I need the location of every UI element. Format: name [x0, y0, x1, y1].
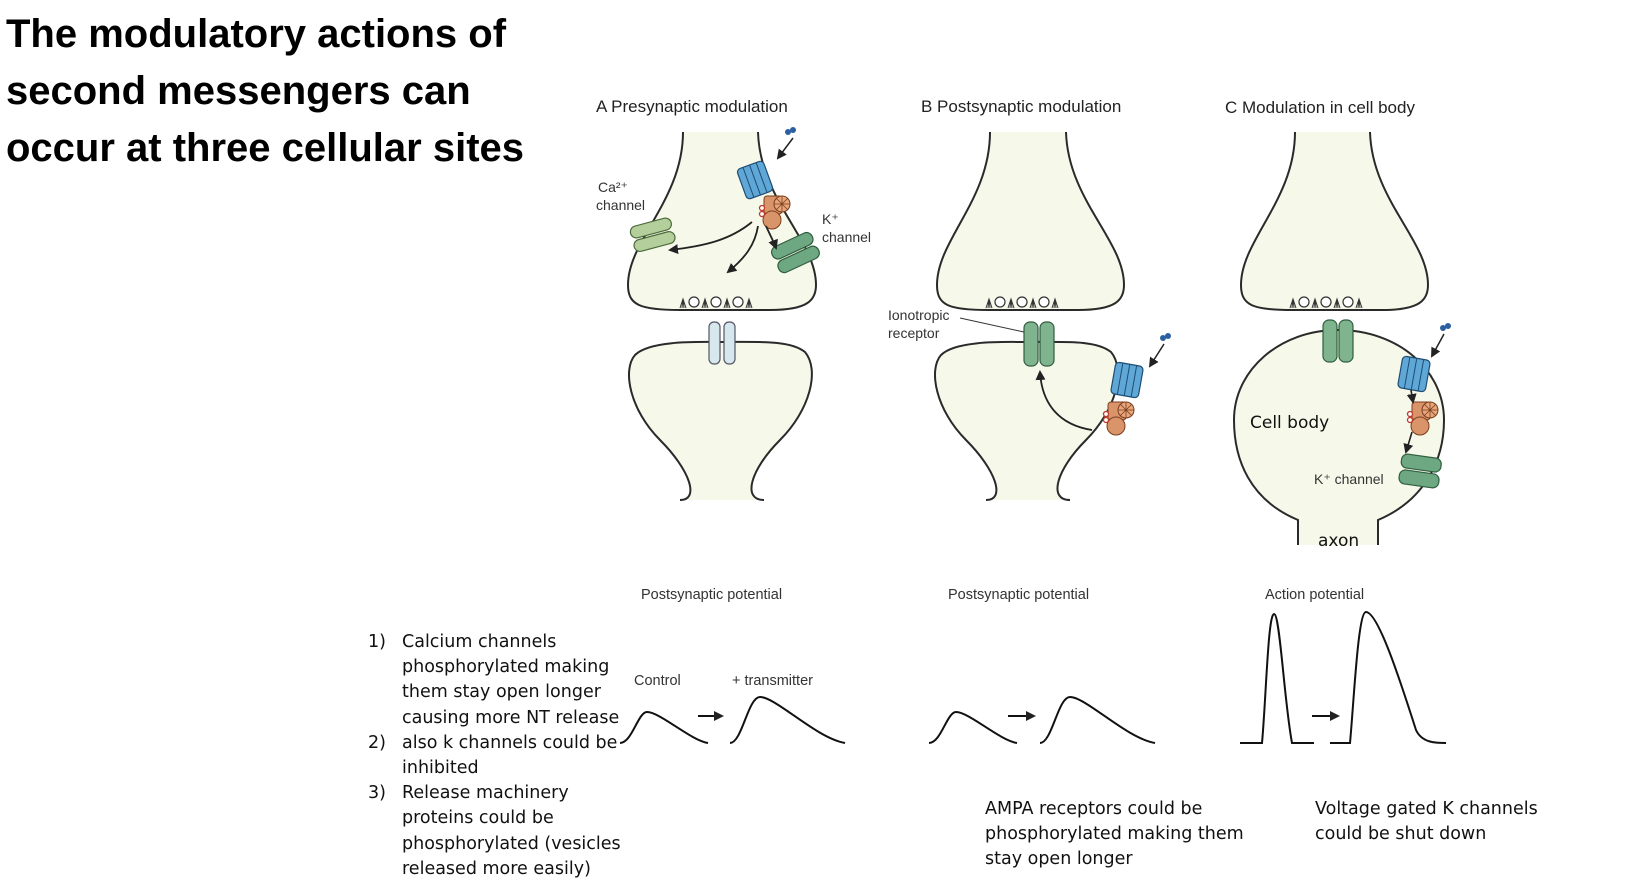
note-line: phosphorylated making [402, 657, 610, 678]
panel-a-trace-transmitter [729, 695, 846, 744]
panel-c-ligand [1440, 323, 1451, 331]
panel-a-ca-channel [629, 217, 676, 253]
note-line: could be shut down [1315, 824, 1487, 844]
note-line: proteins could be [402, 808, 554, 829]
title-line-2: second messengers can [6, 69, 471, 113]
panel-c-trace-broadened [1330, 610, 1447, 744]
panel-c-vesicles [1289, 296, 1363, 309]
panel-c-potential-label: Action potential [1265, 587, 1364, 603]
note-item-2: 2) also k channels could be inhibited [368, 731, 621, 781]
panel-a-ca-label-1: Ca²⁺ [598, 179, 628, 195]
panel-c-cell-body [1232, 328, 1446, 545]
panel-b-potential-label: Postsynaptic potential [948, 587, 1089, 603]
panel-b-ionotropic-leader [959, 317, 1025, 333]
panel-c-trace-control [1240, 612, 1314, 744]
panel-b-ionotropic-label-1: Ionotropic [888, 307, 949, 323]
note-line: phosphorylated making them [985, 824, 1244, 844]
slide-title: The modulatory actions of second messeng… [6, 6, 566, 177]
note-item-3: 3) Release machinery proteins could be p… [368, 781, 621, 882]
panel-a-potential-label: Postsynaptic potential [641, 587, 782, 603]
note-line: also k channels could be [402, 732, 618, 753]
panel-c: C Modulation in cell body Cell body K⁺ c… [1225, 98, 1451, 744]
note-line: phosphorylated (vesicles [402, 833, 621, 854]
panel-a-transmitter-label: + transmitter [732, 673, 813, 689]
panel-a-k-label-1: K⁺ [822, 211, 839, 227]
panel-a-control-label: Control [634, 673, 681, 689]
panel-a-arrow-to-ca [668, 221, 753, 255]
panel-c-presynaptic-terminal [1239, 131, 1430, 311]
title-line-3: occur at three cellular sites [6, 126, 525, 170]
panel-a-vesicles [679, 296, 753, 309]
panel-b-ionotropic-label-2: receptor [888, 325, 940, 341]
panel-a-ca-label-2: channel [596, 197, 645, 213]
panel-a-ligand [785, 127, 796, 135]
note-line: inhibited [402, 758, 479, 779]
panel-c-arrow-to-k [1403, 431, 1414, 454]
panel-c-axon-label: axon [1318, 531, 1359, 551]
note-number: 3) [368, 783, 386, 804]
panel-b: B Postsynaptic modulation Ionotropic rec… [888, 97, 1171, 744]
note-line: AMPA receptors could be [985, 799, 1203, 819]
panel-c-k-channel [1398, 453, 1442, 489]
panel-a-postsynaptic-spine [628, 340, 813, 501]
presynaptic-notes: 1) Calcium channels phosphorylated makin… [368, 630, 621, 882]
panel-b-trace-control [928, 710, 1018, 744]
panel-a-k-label-2: channel [822, 229, 871, 245]
panel-b-arrow-to-receptor [1035, 370, 1093, 431]
panel-b-presynaptic-terminal [935, 131, 1126, 311]
panel-b-ligand [1160, 333, 1171, 341]
panel-b-heading: B Postsynaptic modulation [921, 97, 1121, 116]
note-line: Calcium channels [402, 632, 557, 652]
panel-c-receptor [1396, 355, 1432, 393]
panel-b-g-protein [1102, 401, 1135, 436]
panel-b-vesicles [985, 296, 1059, 309]
note-line: released more easily) [402, 858, 591, 879]
panel-b-postsynaptic-spine [934, 340, 1119, 501]
panel-a-arrow-down [726, 225, 759, 274]
panel-c-ionotropic-receptor [1322, 319, 1354, 363]
panel-a-arrow-to-k [765, 225, 778, 250]
postsynaptic-note: AMPA receptors could be phosphorylated m… [985, 797, 1244, 872]
note-line: causing more NT release [402, 707, 620, 728]
panel-a-k-channel [770, 231, 820, 274]
title-line-1: The modulatory actions of [6, 12, 507, 56]
panel-a-pale-channel [708, 321, 736, 365]
panel-c-cell-body-label: Cell body [1250, 413, 1329, 433]
note-line: Release machinery [402, 783, 569, 804]
panel-b-receptor [1109, 361, 1145, 399]
note-line: stay open longer [985, 849, 1133, 869]
note-line: Voltage gated K channels [1315, 799, 1538, 819]
panel-a: A Presynaptic modulation Ca²⁺ channel K⁺… [596, 97, 871, 744]
note-line: them stay open longer [402, 682, 601, 703]
panel-b-ionotropic-receptor [1023, 321, 1055, 367]
cell-body-note: Voltage gated K channels could be shut d… [1315, 797, 1538, 847]
panel-c-k-channel-label: K⁺ channel [1314, 471, 1384, 487]
note-item-1: 1) Calcium channels phosphorylated makin… [368, 630, 621, 731]
panel-c-arrow-down-1 [1406, 389, 1417, 404]
note-number: 2) [368, 732, 386, 753]
panel-a-heading: A Presynaptic modulation [596, 97, 788, 116]
panel-c-heading: C Modulation in cell body [1225, 98, 1415, 117]
panel-b-trace-modulated [1039, 695, 1156, 744]
panel-a-trace-control [619, 710, 709, 744]
note-number: 1) [368, 632, 386, 652]
